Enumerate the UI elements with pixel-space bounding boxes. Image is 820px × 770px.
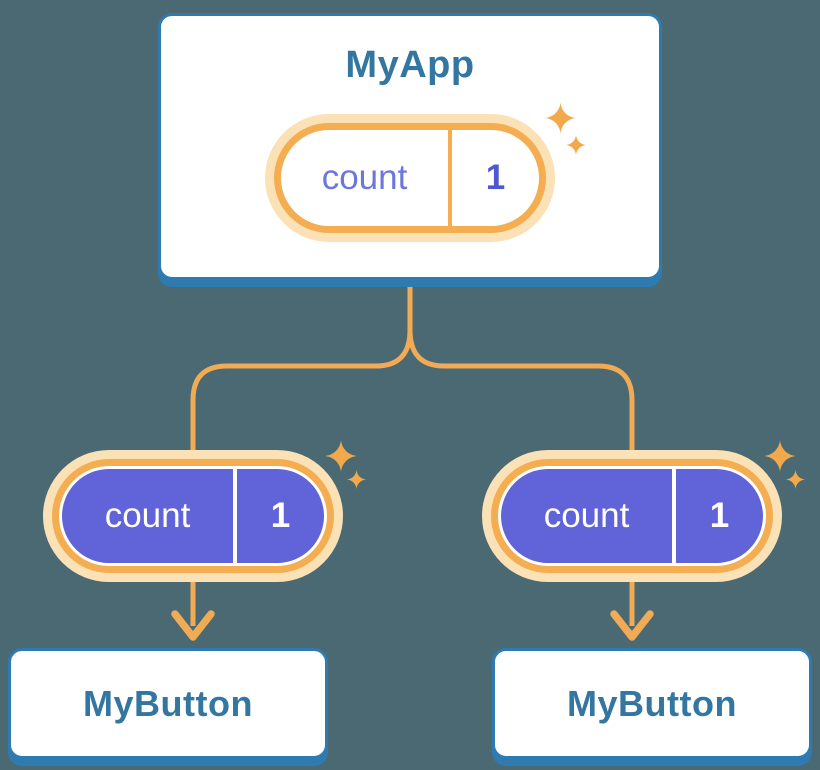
prop-pill-label: count [543,496,630,535]
prop-pill-right: count 1 [482,450,782,582]
component-title: MyApp [345,44,475,86]
sparkle-icon [566,135,586,155]
prop-pill-left: count 1 [43,450,343,582]
sparkle-icon [325,440,357,472]
prop-pill-value: 1 [270,496,291,535]
state-pill-core: count 1 [281,130,539,226]
state-pill-label: count [321,158,408,197]
component-card-mybutton-right: MyButton [492,648,812,759]
connector-right [407,287,635,626]
prop-pill-core: count 1 [59,466,327,566]
prop-pill-label: count [104,496,191,535]
state-pill-value: 1 [485,158,506,197]
prop-pill-ring: count 1 [52,459,334,573]
sparkle-icon [545,102,576,134]
prop-pill-ring: count 1 [491,459,773,573]
pill-divider [672,469,676,563]
component-title: MyButton [567,682,737,724]
arrow-down-icon [610,610,654,641]
pill-divider [233,469,237,563]
prop-pill-value: 1 [709,496,730,535]
arrow-down-icon [171,610,215,641]
state-pill: count 1 [265,114,555,242]
pill-divider [448,130,452,226]
component-card-mybutton-left: MyButton [8,648,328,759]
component-card-myapp: MyApp count 1 [158,13,662,280]
component-title: MyButton [83,682,253,724]
sparkle-icon [347,470,366,489]
state-pill-ring: count 1 [274,123,546,233]
sparkle-icon [786,470,805,489]
prop-pill-core: count 1 [498,466,766,566]
sparkle-icon [764,440,796,472]
connector-left [190,287,413,626]
